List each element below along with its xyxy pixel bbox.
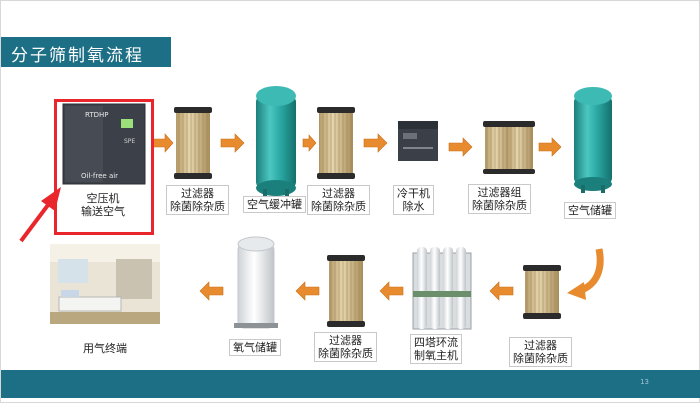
filter-group bbox=[483, 121, 535, 174]
filter-1 bbox=[174, 107, 212, 179]
label-tower: 四塔环流 制氧主机 bbox=[410, 334, 462, 364]
label-filter-2: 过滤器 除菌除杂质 bbox=[307, 185, 370, 215]
arrow-9 bbox=[379, 281, 404, 301]
page-title: 分子筛制氧流程 bbox=[11, 46, 144, 66]
air-storage-tank bbox=[574, 87, 612, 193]
label-filter-4: 过滤器 除菌除杂质 bbox=[314, 332, 377, 362]
arrow-3 bbox=[302, 134, 317, 152]
label-filter-group: 过滤器组 除菌除杂质 bbox=[468, 184, 531, 214]
compressor-tag: SPE bbox=[124, 138, 136, 145]
arrow-5 bbox=[448, 137, 473, 157]
air-compressor bbox=[62, 103, 146, 185]
compressor-brand: RTDHP bbox=[85, 111, 109, 119]
label-air-tank: 空气储罐 bbox=[564, 202, 616, 219]
arrow-8 bbox=[489, 281, 514, 301]
compressor-slogan: Oil-free air bbox=[81, 172, 119, 180]
arrow-7-curved bbox=[567, 248, 604, 300]
label-buffer-tank: 空气缓冲罐 bbox=[243, 196, 306, 213]
refrigerated-dryer bbox=[398, 121, 438, 161]
label-oxygen-tank: 氧气储罐 bbox=[229, 339, 281, 356]
filter-4 bbox=[327, 255, 365, 327]
footer-bar: 13 bbox=[1, 370, 700, 398]
label-filter-3: 过滤器 除菌除杂质 bbox=[509, 337, 572, 367]
arrow-11 bbox=[199, 281, 224, 301]
air-buffer-tank bbox=[256, 86, 296, 197]
label-terminal: 用气终端 bbox=[83, 342, 127, 355]
arrow-2 bbox=[220, 133, 245, 153]
arrow-4 bbox=[363, 133, 388, 153]
filter-2 bbox=[317, 107, 355, 179]
oxygen-storage-tank bbox=[234, 236, 278, 329]
compressor-highlight-box bbox=[54, 99, 154, 235]
arrow-6 bbox=[538, 137, 562, 157]
filter-3 bbox=[523, 265, 561, 319]
title-bar: 分子筛制氧流程 bbox=[1, 37, 171, 67]
label-dryer: 冷干机 除水 bbox=[393, 185, 434, 215]
page-number: 13 bbox=[640, 378, 649, 386]
arrow-1 bbox=[152, 133, 174, 153]
four-tower-oxygen-generator bbox=[412, 247, 472, 330]
gas-terminal-room bbox=[50, 244, 160, 324]
label-compressor: 空压机 输送空气 bbox=[81, 192, 125, 218]
label-filter-1: 过滤器 除菌除杂质 bbox=[166, 185, 229, 215]
arrow-10 bbox=[295, 281, 320, 301]
